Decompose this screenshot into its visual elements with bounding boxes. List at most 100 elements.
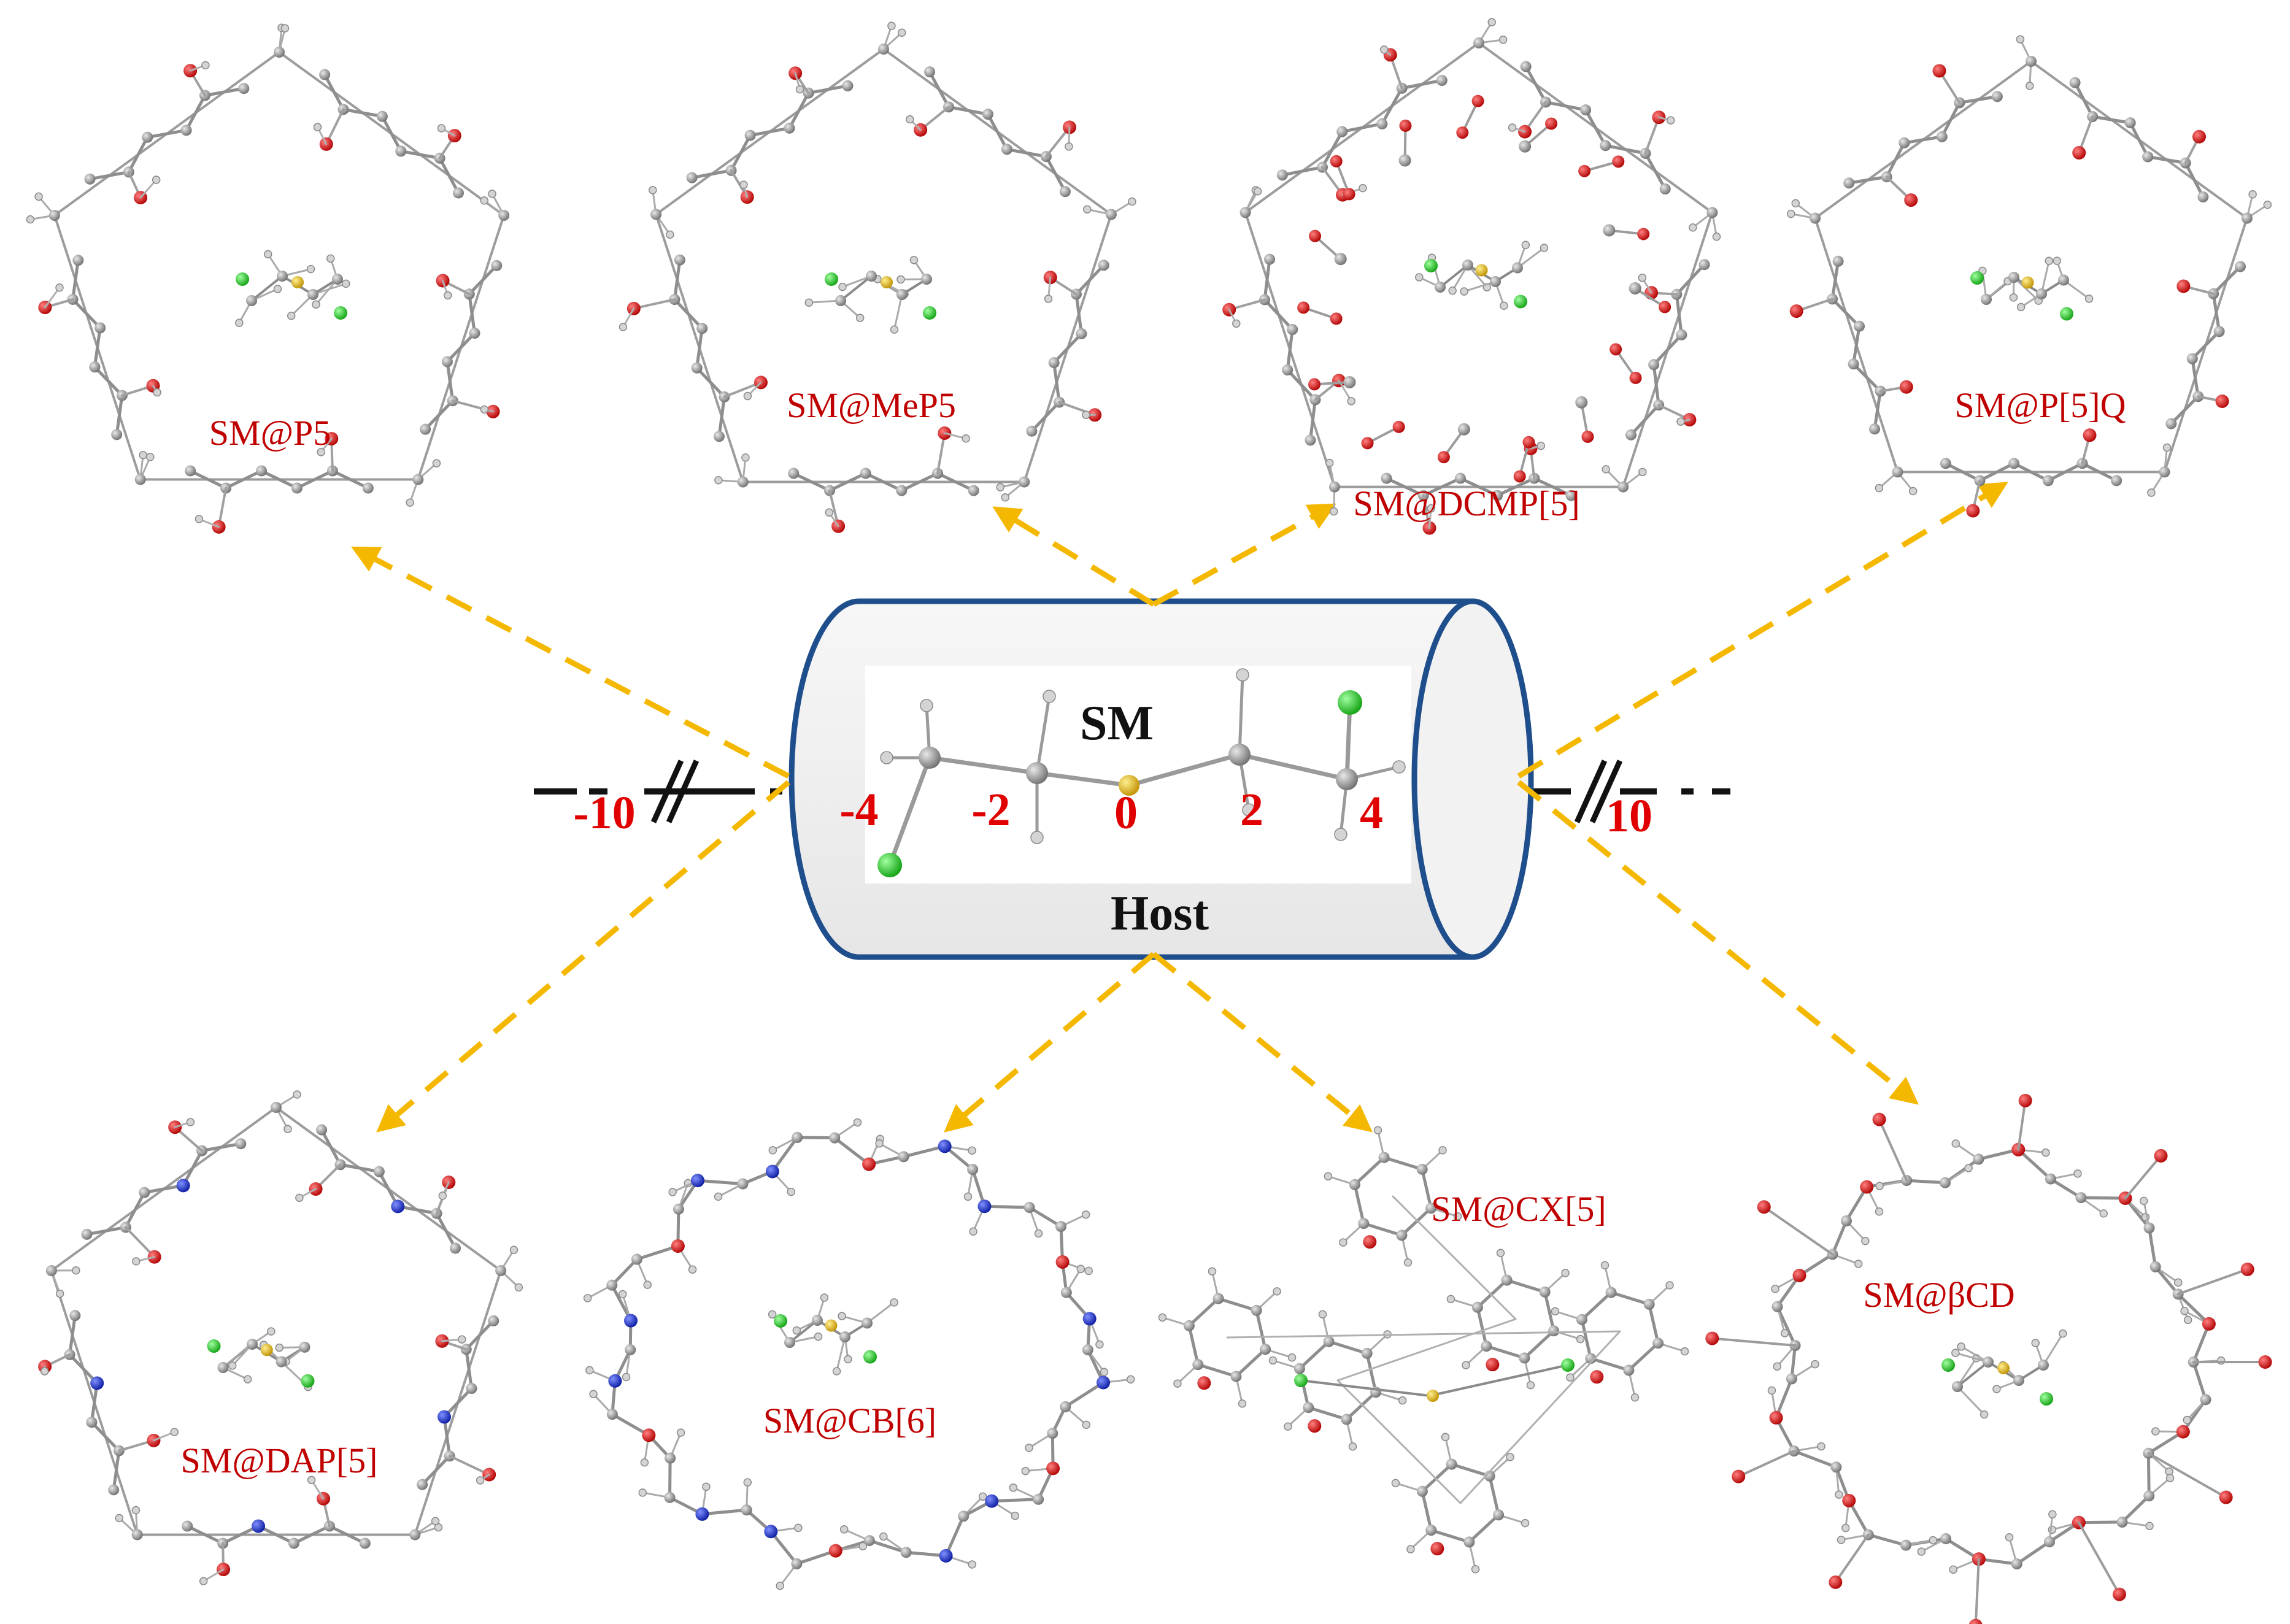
carbon-atom xyxy=(69,1310,81,1322)
oxygen-atom xyxy=(2112,1587,2126,1601)
oxygen-atom xyxy=(1829,1575,1843,1589)
bond xyxy=(2211,292,2221,333)
hydrogen-atom xyxy=(1441,1433,1450,1442)
carbon-atom xyxy=(1192,1359,1204,1371)
oxygen-atom xyxy=(1399,119,1412,132)
carbon-atom xyxy=(1625,429,1637,441)
carbon-atom xyxy=(84,173,96,185)
hydrogen-atom xyxy=(1208,1267,1217,1276)
chlorine-atom xyxy=(1514,294,1527,309)
bond xyxy=(836,1336,846,1372)
carbon-atom xyxy=(1473,37,1484,48)
arrow-to-SM-CX5 xyxy=(1152,952,1373,1133)
carbon-atom xyxy=(288,1537,299,1549)
carbon-atom xyxy=(488,1315,499,1326)
hydrogen-atom xyxy=(1236,668,1249,682)
sulfur-atom xyxy=(825,1319,838,1332)
carbon-atom xyxy=(1786,1373,1797,1385)
hydrogen-atom xyxy=(1462,1361,1470,1369)
carbon-atom xyxy=(1940,1533,1951,1544)
nitrogen-atom xyxy=(90,1376,104,1390)
bond xyxy=(828,472,868,493)
oxygen-atom xyxy=(1392,420,1405,433)
tick-label-neg10: -10 xyxy=(573,787,635,839)
bond xyxy=(185,94,207,132)
oxygen-atom xyxy=(1330,312,1343,325)
hydrogen-atom xyxy=(1791,199,1800,208)
hydrogen-atom xyxy=(1908,487,1918,496)
hydrogen-atom xyxy=(115,1514,124,1523)
panel-SM-DCMP5 xyxy=(1222,18,1721,535)
bond xyxy=(1944,461,1981,482)
bond xyxy=(1308,398,1317,442)
bond xyxy=(1298,1340,1331,1371)
central-host-cylinder: SM Host xyxy=(534,598,1730,960)
carbon-atom xyxy=(1899,137,1910,148)
carbon-atom xyxy=(276,1356,287,1368)
host-label-SM-MeP5: SM@MeP5 xyxy=(787,385,956,425)
axis-break-mark xyxy=(666,760,700,823)
oxygen-atom xyxy=(1046,1461,1060,1476)
carbon-atom xyxy=(1652,1337,1664,1349)
carbon-atom xyxy=(1493,1509,1505,1521)
bond xyxy=(2146,1430,2185,1455)
bond xyxy=(1505,1279,1547,1294)
carbon-atom xyxy=(792,1131,803,1143)
oxygen-atom xyxy=(1522,436,1535,448)
hydrogen-atom xyxy=(1951,1349,1960,1357)
carbon-atom xyxy=(958,1510,970,1522)
carbon-atom xyxy=(812,1315,823,1326)
hydrogen-atom xyxy=(688,1265,697,1274)
hydrogen-atom xyxy=(1043,690,1056,703)
bond xyxy=(71,298,102,329)
bond xyxy=(1580,1291,1613,1322)
hydrogen-atom xyxy=(1011,1511,1020,1520)
bond xyxy=(68,1314,77,1357)
hydrogen-atom xyxy=(1500,301,1508,310)
oxygen-atom xyxy=(2192,129,2206,144)
bond xyxy=(1790,1344,1797,1380)
bond xyxy=(112,1449,121,1491)
carbon-atom xyxy=(1425,1525,1437,1536)
carbon-atom xyxy=(2142,151,2154,163)
nitrogen-atom xyxy=(623,1314,638,1328)
bond xyxy=(1286,368,1317,402)
bond xyxy=(1940,101,1961,139)
nitrogen-atom xyxy=(1082,1312,1097,1326)
hydrogen-atom xyxy=(317,448,325,456)
carbon-atom xyxy=(1282,364,1293,375)
bond xyxy=(2176,1292,2211,1326)
hydrogen-atom xyxy=(853,1118,862,1127)
hydrogen-atom xyxy=(1841,1523,1850,1533)
hydrogen-atom xyxy=(619,1290,627,1299)
carbon-atom xyxy=(376,110,388,122)
cylinder-end-cap xyxy=(1411,598,1534,960)
nitrogen-atom xyxy=(939,1549,953,1563)
bond xyxy=(85,1225,128,1236)
hydrogen-atom xyxy=(295,1193,304,1203)
carbon-atom xyxy=(495,1265,507,1277)
carbon-atom xyxy=(1519,140,1532,153)
hydrogen-atom xyxy=(648,186,657,194)
carbon-atom xyxy=(2159,466,2170,478)
oxygen-atom xyxy=(1757,1200,1771,1214)
hydrogen-atom xyxy=(1861,1236,1870,1245)
carbon-atom xyxy=(1033,1493,1044,1505)
carbon-atom xyxy=(665,1452,676,1464)
hydrogen-atom xyxy=(2183,1415,2191,1425)
carbon-atom xyxy=(1841,1215,1852,1226)
carbon-atom xyxy=(453,187,465,199)
bond xyxy=(673,298,704,330)
hydrogen-atom xyxy=(1638,468,1647,477)
hydrogen-atom xyxy=(1676,417,1685,426)
carbon-atom xyxy=(1060,1401,1071,1412)
carbon-atom xyxy=(1643,1298,1655,1310)
bond xyxy=(1035,695,1051,775)
carbon-atom xyxy=(1501,1274,1513,1286)
hydrogen-atom xyxy=(702,1482,711,1491)
carbon-atom xyxy=(1264,253,1276,265)
hydrogen-atom xyxy=(235,318,244,328)
hydrogen-atom xyxy=(199,1577,208,1585)
carbon-atom xyxy=(108,1484,120,1496)
carbon-atom xyxy=(1212,1293,1224,1304)
